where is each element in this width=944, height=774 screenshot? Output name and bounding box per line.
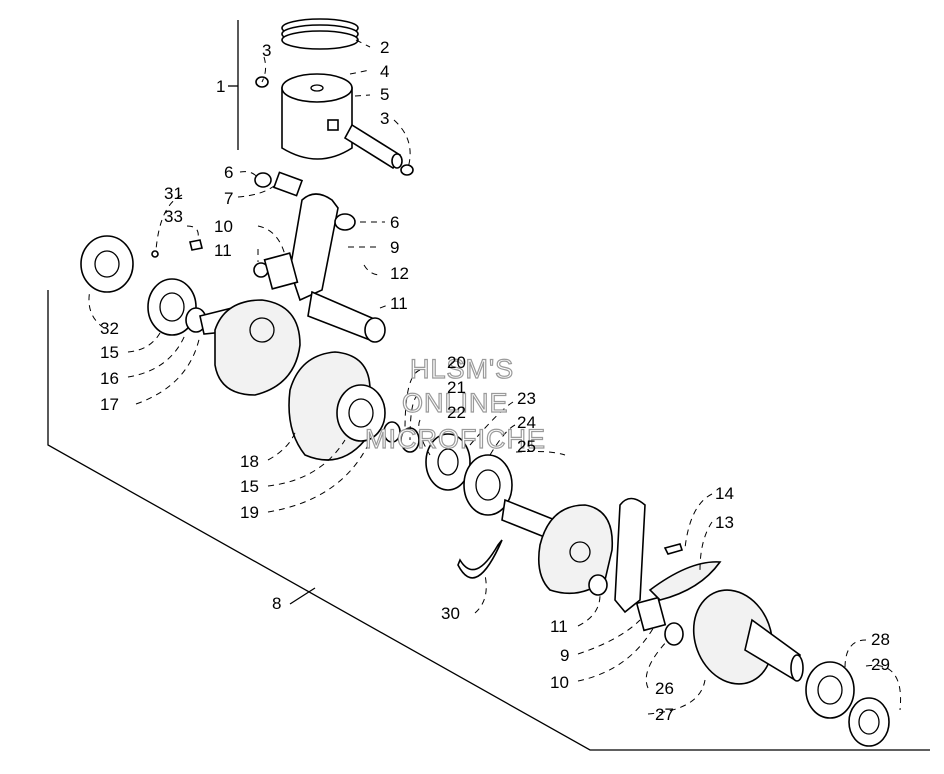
pin-circlips [255,76,414,176]
callout-32: 32 [100,319,119,338]
callout-30: 30 [441,604,460,623]
callout-31: 31 [164,184,183,203]
callout-11: 11 [550,617,568,636]
callout-14: 14 [715,484,734,503]
piston-pin [343,123,403,170]
callout-26: 26 [655,679,674,698]
callout-23: 23 [517,389,536,408]
watermark-line-3: MICROFICHE [365,424,546,454]
callout-29: 29 [871,655,890,674]
callout-15: 15 [240,477,259,496]
callout-28: 28 [871,630,890,649]
callout-9: 9 [390,238,399,257]
callout-11: 11 [214,241,232,260]
callout-18: 18 [240,452,259,471]
callout-22: 22 [447,403,466,422]
upper-connecting-rod [253,171,386,343]
callout-17: 17 [100,395,119,414]
end-bearing-seal [805,661,890,747]
middle-crank-half [288,351,420,461]
callout-10: 10 [214,217,233,236]
callout-5: 5 [380,85,389,104]
callout-13: 13 [715,513,734,532]
callout-20: 20 [447,353,466,372]
callout-6: 6 [224,163,233,182]
callout-11: 11 [390,294,408,313]
leader-lines [88,39,902,715]
output-crank-half [692,589,804,685]
callout-2: 2 [380,38,389,57]
watermark-line-1: HLSM'S [410,354,514,384]
piston-rings [281,18,359,50]
retaining-ring [457,539,503,579]
piston [281,73,353,160]
right-crank-half [501,497,684,646]
left-crank-half [80,235,301,396]
assembly-brackets [47,20,930,751]
callout-27: 27 [655,705,674,724]
callout-3: 3 [380,109,389,128]
watermark-line-2: ONLINE [402,388,509,418]
callout-6: 6 [390,213,399,232]
callout-19: 19 [240,503,259,522]
callout-4: 4 [380,62,389,81]
callout-1: 1 [216,77,225,96]
counterweight [648,543,722,601]
callout-24: 24 [517,413,536,432]
callout-9: 9 [560,646,569,665]
callout-3: 3 [262,41,271,60]
callout-7: 7 [224,189,233,208]
watermark: HLSM'S ONLINE MICROFICHE [364,353,546,454]
callout-25: 25 [517,437,536,456]
callout-labels: 1 2 3 4 5 3 6 7 6 9 10 11 12 11 31 33 32… [100,38,890,724]
callout-15: 15 [100,343,119,362]
callout-8: 8 [272,594,281,613]
callout-33: 33 [164,207,183,226]
callout-21: 21 [447,378,466,397]
callout-16: 16 [100,369,119,388]
callout-12: 12 [390,264,409,283]
center-seals [425,433,513,516]
callout-10: 10 [550,673,569,692]
